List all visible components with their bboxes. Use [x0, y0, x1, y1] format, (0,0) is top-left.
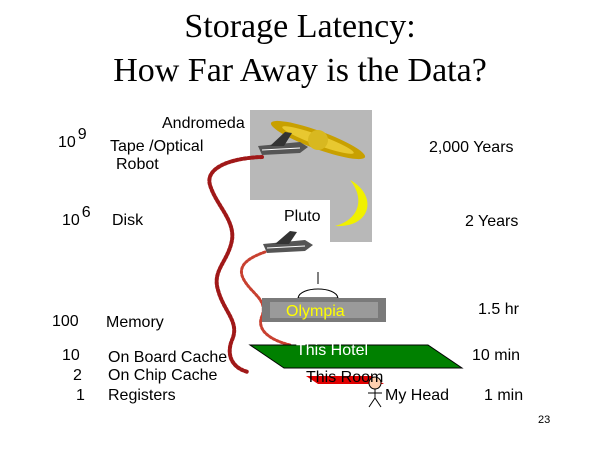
room-shape [306, 376, 384, 384]
level-robot: Robot [116, 156, 159, 173]
hotel-shape [248, 344, 464, 369]
time-2000-years: 2,000 Years [429, 139, 514, 156]
level-on-chip-cache: On Chip Cache [108, 367, 218, 384]
level-disk: Disk [112, 212, 144, 229]
title-line-1: Storage Latency: [184, 8, 416, 45]
magnitude-10: 10 [62, 347, 80, 364]
place-olympia: Olympia [286, 303, 345, 320]
slide-number: 23 [538, 414, 551, 426]
latency-path-return [240, 250, 292, 347]
magnitude-exponent: 9 [77, 126, 87, 143]
level-tape-optical: Tape /Optical [110, 138, 204, 155]
place-andromeda: Andromeda [162, 115, 245, 132]
place-pluto: Pluto [284, 208, 321, 225]
stick-figure-icon [368, 376, 382, 408]
time-1-5-hr: 1.5 hr [478, 301, 519, 318]
latency-path [207, 155, 264, 374]
magnitude-base: 10 [58, 134, 76, 151]
level-on-board-cache: On Board Cache [108, 349, 228, 366]
time-2-years: 2 Years [465, 213, 519, 230]
magnitude-base: 10 [62, 212, 80, 229]
place-this-room: This Room [306, 369, 384, 386]
time-1-min: 1 min [484, 387, 524, 404]
galaxy-icon [270, 120, 366, 160]
space-shuttle-icon [258, 132, 308, 155]
magnitude-exponent: 6 [81, 204, 91, 221]
magnitude-100: 100 [52, 313, 79, 330]
space-shuttle-icon [263, 231, 313, 253]
place-my-head: My Head [385, 387, 450, 404]
magnitude-1: 1 [76, 387, 85, 404]
time-10-min: 10 min [472, 347, 521, 364]
magnitude-2: 2 [73, 367, 82, 384]
title-line-2: How Far Away is the Data? [113, 52, 487, 89]
building-icon [262, 272, 386, 322]
level-registers: Registers [108, 387, 176, 404]
crescent-moon-icon [335, 180, 368, 227]
level-memory: Memory [106, 314, 164, 331]
place-this-hotel: This Hotel [296, 342, 369, 359]
